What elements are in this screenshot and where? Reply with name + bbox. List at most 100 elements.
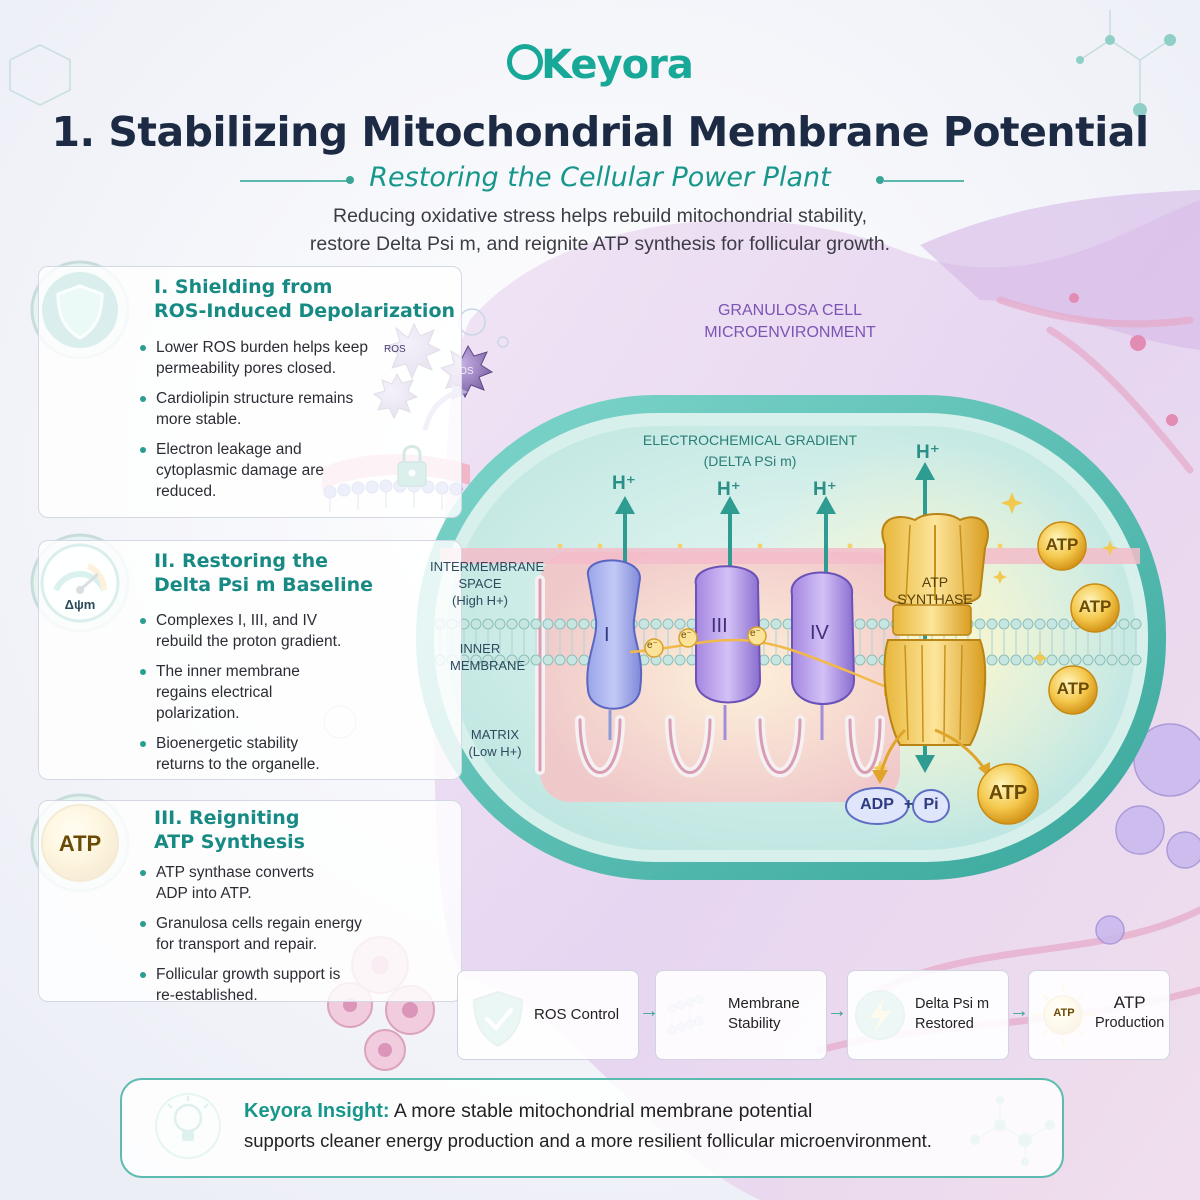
lipid-head [566, 618, 578, 630]
list-item: Complexes I, III, and IV rebuild the pro… [138, 610, 363, 652]
lipid-head [506, 654, 518, 666]
lipid-head [770, 654, 782, 666]
list-item: Lower ROS burden helps keep permeability… [138, 337, 378, 379]
section-1-title: I. Shielding from ROS-Induced Depolariza… [154, 276, 456, 322]
section-card-3 [38, 800, 462, 1002]
atp-molecule: ATP [1078, 597, 1112, 616]
lipid-head [1118, 654, 1130, 666]
lipid-head [554, 654, 566, 666]
atp-synthase-label: ATP SYNTHASE [897, 574, 973, 607]
lipid-head [578, 654, 590, 666]
electron-label: e⁻ [681, 630, 692, 641]
proton-label: H⁺ [717, 479, 741, 500]
section-card-2 [38, 540, 462, 780]
shield-check-icon [468, 991, 516, 1039]
lipid-head [1094, 654, 1106, 666]
logo-text: Keyora [541, 42, 694, 88]
section-3-bullets: ATP synthase converts ADP into ATP. Gran… [138, 862, 363, 1015]
subtitle-dot-right [876, 176, 884, 184]
brand-logo: Keyora [0, 42, 1200, 88]
page-subtitle: Restoring the Cellular Power Plant [369, 162, 831, 193]
lipid-head [1070, 654, 1082, 666]
lipid-head [986, 654, 998, 666]
lipid-head [530, 654, 542, 666]
lipid-head [854, 618, 866, 630]
insight-label: Keyora Insight: [244, 1100, 390, 1122]
lipid-head [470, 654, 482, 666]
lipid-head [518, 618, 530, 630]
ros-label: ROS [452, 366, 474, 377]
flow-step-atp-production: ATP ATP Production [1028, 970, 1170, 1060]
lipid-head [494, 618, 506, 630]
flow-step-label: ATP Production [1095, 993, 1165, 1031]
list-item: Cardiolipin structure remains more stabl… [138, 388, 378, 430]
atp-sun-icon: ATP [1053, 1007, 1075, 1019]
gradient-label: ELECTROCHEMICAL GRADIENT (DELTA PSi m) [642, 432, 858, 469]
inner-membrane-label: INNER MEMBRANE [450, 641, 526, 673]
bolt-icon [856, 991, 906, 1041]
list-item: Granulosa cells regain energy for transp… [138, 913, 363, 955]
lipid-head [974, 618, 986, 630]
lipid-head [506, 618, 518, 630]
section-2-title: II. Restoring the Delta Psi m Baseline [154, 550, 374, 596]
lightbulb-icon [156, 1094, 224, 1162]
adp-molecule: ADP [860, 796, 894, 813]
flow-step-delta-psi: Delta Psi m Restored [847, 970, 1009, 1060]
lipid-head [674, 618, 686, 630]
flow-arrow-icon: → [827, 1000, 847, 1022]
lipid-head [542, 618, 554, 630]
lipid-head [554, 618, 566, 630]
complex-i-label: I [604, 624, 610, 646]
atp-icon: ATP [32, 795, 128, 891]
flow-step-label: Membrane Stability [728, 995, 800, 1032]
ros-label: ROS [384, 392, 404, 402]
flow-arrow-icon: → [1009, 1000, 1029, 1022]
proton-label: H⁺ [916, 442, 940, 463]
lipid-head [662, 654, 674, 666]
gauge-label: Δψm [64, 597, 96, 612]
shield-icon [32, 262, 128, 358]
lipid-head [878, 618, 890, 630]
insight-box: Keyora Insight: A more stable mitochondr… [120, 1078, 1064, 1178]
lipid-head [482, 618, 494, 630]
list-item: ATP synthase converts ADP into ATP. [138, 862, 336, 904]
lipid-head [1046, 618, 1058, 630]
lipid-head [986, 618, 998, 630]
lipid-head [1058, 618, 1070, 630]
lipid-head [1058, 654, 1070, 666]
atp-molecule: ATP [988, 782, 1028, 804]
subtitle-divider-left [240, 180, 350, 182]
ros-label: ROS [384, 344, 406, 355]
complex-iv-label: IV [810, 622, 829, 644]
flow-arrow-icon: → [639, 1000, 659, 1022]
lipid-head [1034, 618, 1046, 630]
lipid-head [482, 654, 494, 666]
lipid-head [542, 654, 554, 666]
lipid-head [470, 618, 482, 630]
atp-molecule: ATP [1045, 535, 1079, 554]
matrix-label: MATRIX (Low H+) [468, 727, 522, 759]
flow-step-ros-control: ROS Control [457, 970, 639, 1060]
lipid-head [1106, 654, 1118, 666]
lipid-head [1130, 654, 1142, 666]
lipid-head [1118, 618, 1130, 630]
lipid-head [662, 618, 674, 630]
lipid-head [638, 618, 650, 630]
list-item: Bioenergetic stability returns to the or… [138, 733, 346, 775]
section-1-bullets: Lower ROS burden helps keep permeability… [138, 337, 378, 511]
flow-step-label: Delta Psi m Restored [915, 996, 990, 1032]
subtitle-dot-left [346, 176, 354, 184]
lipid-head [674, 654, 686, 666]
lipid-head [1022, 654, 1034, 666]
insight-line-1: Keyora Insight: A more stable mitochondr… [244, 1100, 813, 1122]
lipid-head [998, 618, 1010, 630]
atp-molecule: ATP [1056, 679, 1090, 698]
lipid-head [866, 618, 878, 630]
list-item: Follicular growth support is re-establis… [138, 964, 341, 1006]
flow-step-membrane-stability: Membrane Stability [655, 970, 827, 1060]
section-3-title: III. Reigniting ATP Synthesis [154, 807, 305, 853]
lipid-head [1010, 654, 1022, 666]
lipid-head [1022, 618, 1034, 630]
key-icon [507, 44, 544, 80]
